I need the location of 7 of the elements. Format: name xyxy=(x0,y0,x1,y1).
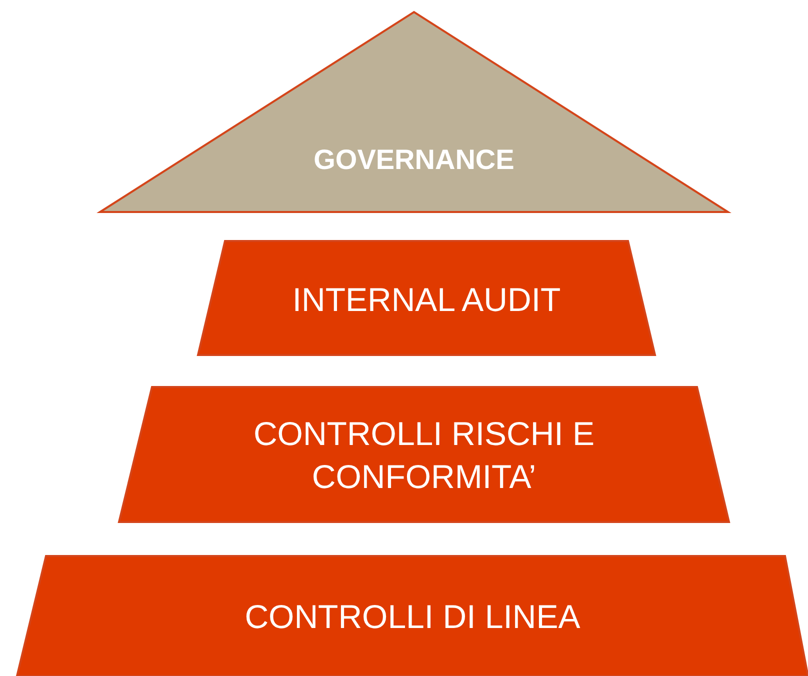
pyramid-tier xyxy=(17,556,808,676)
pyramid-tier xyxy=(198,241,655,355)
tier-label: INTERNAL AUDIT xyxy=(291,280,562,320)
pyramid-tier xyxy=(119,387,729,522)
tier-label: CONTROLLI DI LINEA xyxy=(244,597,582,637)
tier-label: CONTROLLI RISCHI E CONFORMITA’ xyxy=(252,414,596,497)
tier-label: GOVERNANCE xyxy=(312,143,516,177)
